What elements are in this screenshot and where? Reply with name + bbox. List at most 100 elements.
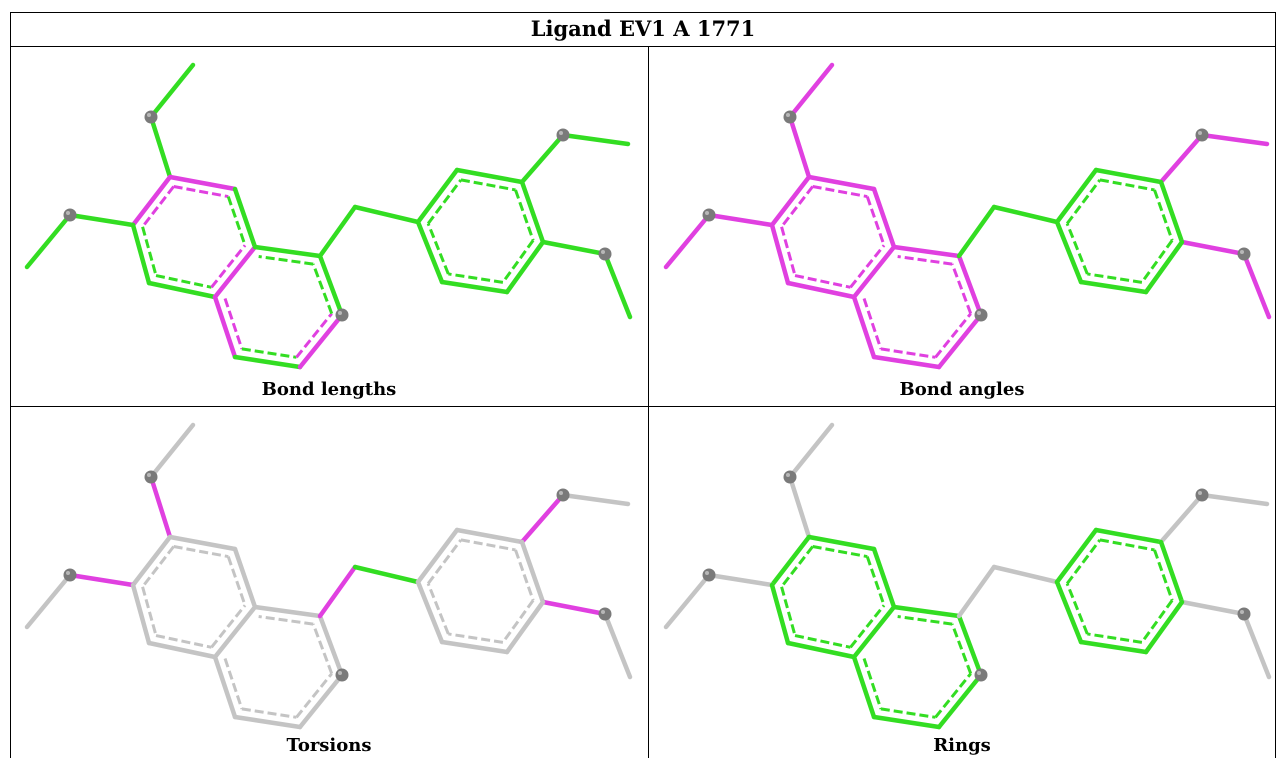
left-border: [10, 12, 11, 758]
bond: [130, 582, 152, 646]
top-border: [10, 12, 1276, 13]
bond: [519, 492, 566, 545]
aromatic-bond: [448, 272, 504, 284]
heteroatom: [974, 308, 988, 322]
aromatic-bond: [295, 672, 333, 719]
heteroatom: [556, 128, 570, 142]
title-divider: [10, 46, 1276, 47]
atom-highlight: [1198, 491, 1202, 495]
aromatic-bond: [241, 347, 297, 359]
bond: [851, 244, 897, 300]
bond: [252, 244, 323, 259]
aromatic-bond: [780, 586, 797, 636]
aromatic-bond: [812, 185, 868, 199]
heteroatom: [783, 470, 797, 484]
atom-highlight: [559, 131, 563, 135]
bond: [1199, 132, 1270, 147]
heteroatom: [556, 488, 570, 502]
figure-table: Ligand EV1 A 1771 Bond lengths Bond angl…: [10, 12, 1276, 758]
heteroatom: [598, 607, 612, 621]
aromatic-bond: [448, 632, 504, 644]
molecule-diagram: [24, 422, 633, 730]
bond: [130, 534, 173, 588]
bond: [787, 114, 812, 180]
aromatic-bond: [794, 274, 851, 289]
bond: [787, 422, 835, 480]
aromatic-bond: [155, 274, 212, 289]
atom-highlight: [977, 671, 981, 675]
atom-highlight: [601, 250, 605, 254]
aromatic-bond: [173, 185, 229, 199]
aromatic-bond: [950, 263, 973, 315]
aromatic-bond: [1140, 599, 1174, 644]
bond: [148, 422, 196, 480]
bond: [415, 579, 445, 645]
bond: [936, 312, 984, 370]
panel-caption: Rings: [933, 735, 991, 756]
bond: [317, 613, 345, 678]
bond: [785, 640, 857, 660]
aromatic-bond: [862, 658, 883, 710]
bond: [317, 204, 358, 259]
bond: [1199, 492, 1270, 507]
aromatic-bond: [812, 545, 868, 559]
atom-highlight: [1240, 610, 1244, 614]
bond: [560, 492, 631, 507]
atom-highlight: [1198, 131, 1202, 135]
heteroatom: [598, 247, 612, 261]
bond: [956, 564, 997, 619]
bond: [787, 62, 835, 120]
bond: [439, 279, 510, 295]
bond: [851, 294, 877, 360]
atom-highlight: [1240, 250, 1244, 254]
aromatic-bond: [1065, 178, 1102, 225]
bond: [1143, 239, 1185, 295]
bond: [540, 239, 608, 257]
heteroatom: [702, 208, 716, 222]
bond: [991, 564, 1060, 585]
aromatic-bond: [780, 545, 814, 588]
aromatic-bond: [141, 185, 175, 228]
aromatic-bond: [514, 549, 535, 601]
bond: [1179, 599, 1247, 617]
bond: [956, 204, 997, 259]
bond: [232, 714, 303, 730]
bond: [851, 654, 877, 720]
panel-caption: Bond lengths: [261, 379, 397, 400]
bond: [148, 114, 173, 180]
bond: [1054, 219, 1084, 285]
aromatic-bond: [258, 255, 314, 266]
atom-highlight: [705, 211, 709, 215]
heteroatom: [144, 470, 158, 484]
aromatic-bond: [501, 599, 535, 644]
row-divider: [10, 406, 1276, 407]
aromatic-bond: [1153, 189, 1174, 241]
bond: [519, 132, 566, 185]
bond: [769, 222, 791, 286]
bond: [504, 599, 546, 655]
panel-caption: Bond angles: [899, 379, 1025, 400]
aromatic-bond: [226, 196, 247, 246]
aromatic-bond: [1065, 222, 1089, 275]
aromatic-bond: [849, 604, 886, 649]
atom-highlight: [786, 473, 790, 477]
atom-highlight: [66, 571, 70, 575]
panel-bond-angles: Bond angles: [649, 47, 1275, 406]
aromatic-bond: [426, 178, 463, 225]
atom-highlight: [705, 571, 709, 575]
bond: [148, 62, 196, 120]
bond: [232, 546, 258, 610]
aromatic-bond: [501, 239, 535, 284]
bond: [454, 527, 525, 545]
aromatic-bond: [311, 623, 334, 675]
aromatic-bond: [460, 538, 516, 552]
bond: [806, 174, 877, 192]
bond: [602, 251, 633, 320]
heteroatom: [1237, 607, 1251, 621]
molecule-diagram: [663, 422, 1272, 730]
bond: [519, 179, 546, 245]
bond: [785, 280, 857, 300]
bond: [167, 174, 238, 192]
panel-torsions: Torsions: [10, 407, 648, 758]
figure-title: Ligand EV1 A 1771: [530, 16, 756, 41]
